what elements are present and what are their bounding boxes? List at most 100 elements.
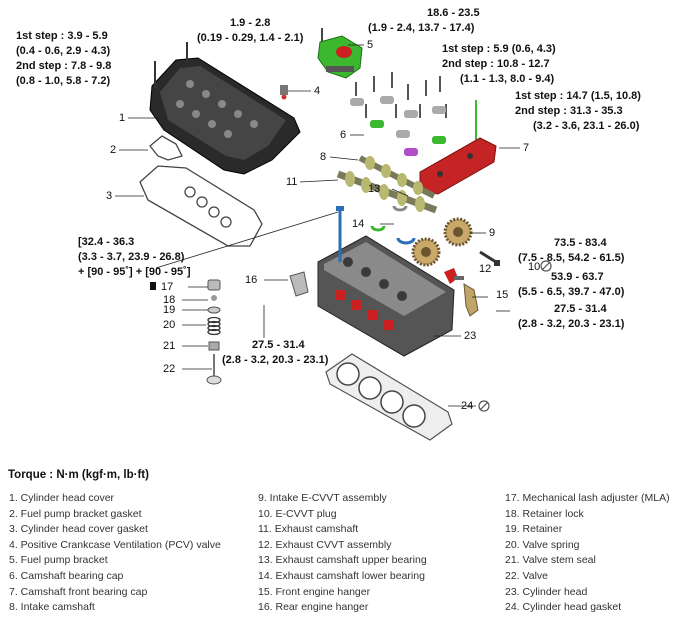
legend-item: 18. Retainer lock (505, 507, 584, 520)
cylinder-head-drawing (317, 235, 455, 357)
legend-item: 21. Valve stem seal (505, 554, 596, 567)
callout-9: 9 (489, 227, 496, 239)
torque-spec-front-cap-line2: 2nd step : 31.3 - 35.3 (515, 105, 623, 117)
callout-15: 15 (496, 289, 509, 301)
torque-spec-front-cap-line3: (3.2 - 3.6, 23.1 - 26.0) (533, 120, 640, 132)
ecvvt-plug-drawing (444, 268, 464, 284)
fuel-pump-bracket-gasket-drawing (149, 135, 183, 161)
cvvt-bolt-drawing (479, 250, 552, 272)
callout-7: 7 (523, 142, 530, 154)
torque-spec-bracket-line2: (1.9 - 2.4, 13.7 - 17.4) (368, 22, 475, 34)
callout-13: 13 (368, 183, 381, 195)
cylinder-head-gasket-drawing (325, 353, 490, 441)
torque-spec-bracket-line1: 18.6 - 23.5 (427, 7, 480, 19)
torque-spec-plug-line2: (5.5 - 6.5, 39.7 - 47.0) (518, 286, 625, 298)
torque-spec-head-bolt-line1: [32.4 - 36.3 (78, 236, 135, 248)
callout-4: 4 (314, 85, 321, 97)
callout-17: 17 (161, 281, 174, 293)
legend-item: 4. Positive Crankcase Ventilation (PCV) … (9, 538, 221, 551)
legend-item: 6. Camshaft bearing cap (9, 569, 124, 582)
callout-21: 21 (163, 340, 176, 352)
callout-16: 16 (245, 274, 258, 286)
callout-12: 12 (479, 263, 492, 275)
callout-5: 5 (367, 39, 374, 51)
legend-item: 17. Mechanical lash adjuster (MLA) (505, 492, 670, 504)
head-bolt-drawing (336, 206, 344, 262)
callout-2: 2 (110, 144, 117, 156)
torque-spec-head-bolt-line3: + [90 - 95˚] + [90 - 95˚] (78, 266, 191, 278)
callout-1: 1 (119, 112, 126, 124)
torque-spec-plug-line1: 53.9 - 63.7 (551, 271, 604, 283)
callout-20: 20 (163, 319, 176, 331)
legend-item: 12. Exhaust CVVT assembly (258, 538, 392, 551)
rear-engine-hanger-drawing (289, 271, 309, 297)
torque-spec-rear-hanger-line1: 27.5 - 31.4 (252, 339, 305, 351)
torque-spec-pcv-line2: (0.19 - 0.29, 1.4 - 2.1) (197, 32, 304, 44)
cap-bolts-drawing (355, 72, 477, 140)
torque-spec-cvvt-line2: (7.5 - 8.5, 54.2 - 61.5) (518, 252, 625, 264)
intake-cvvt-drawing (443, 217, 473, 247)
leader-lines (115, 44, 520, 407)
legend-item: 22. Valve (505, 569, 548, 582)
torque-spec-head-bolt-line2: (3.3 - 3.7, 23.9 - 26.8) (78, 251, 185, 263)
callout-22: 22 (163, 363, 176, 375)
torque-spec-front-hanger-line1: 27.5 - 31.4 (554, 303, 607, 315)
legend-column-2: 9. Intake E-CVVT assembly 10. E-CVVT plu… (258, 491, 427, 616)
legend-item: 19. Retainer (505, 523, 563, 536)
torque-spec-cover-line1: 1st step : 3.9 - 5.9 (16, 30, 108, 42)
torque-spec-caps-line1: 1st step : 5.9 (0.6, 4.3) (442, 43, 556, 55)
exhaust-cvvt-drawing (411, 237, 441, 267)
torque-spec-caps-line2: 2nd step : 10.8 - 12.7 (442, 58, 550, 70)
legend-item: 8. Intake camshaft (9, 601, 95, 614)
callout-14: 14 (352, 218, 365, 230)
callout-24: 24 (461, 400, 474, 412)
legend-title: Torque : N·m (kgf·m, lb·ft) (8, 469, 149, 481)
torque-spec-front-cap-line1: 1st step : 14.7 (1.5, 10.8) (515, 90, 641, 102)
torque-spec-cover-line3: 2nd step : 7.8 - 9.8 (16, 60, 112, 72)
exhaust-camshaft-drawing (336, 170, 438, 214)
legend-item: 15. Front engine hanger (258, 585, 371, 598)
torque-spec-front-hanger-line2: (2.8 - 3.2, 20.3 - 23.1) (518, 318, 625, 330)
cylinder-head-cover-drawing (149, 42, 301, 175)
legend-item: 1. Cylinder head cover (9, 492, 115, 504)
legend-item: 13. Exhaust camshaft upper bearing (258, 554, 427, 567)
legend-item: 9. Intake E-CVVT assembly (258, 492, 387, 504)
pcv-valve-drawing (280, 85, 288, 100)
legend-item: 24. Cylinder head gasket (505, 601, 622, 614)
valve-train-drawing (150, 279, 222, 385)
callout-11: 11 (286, 176, 298, 188)
torque-spec-cvvt-line1: 73.5 - 83.4 (554, 237, 607, 249)
torque-spec-cover-line2: (0.4 - 0.6, 2.9 - 4.3) (16, 45, 111, 57)
torque-spec-caps-line3: (1.1 - 1.3, 8.0 - 9.4) (460, 73, 555, 85)
callout-3: 3 (106, 190, 113, 202)
legend-column-3: 17. Mechanical lash adjuster (MLA) 18. R… (505, 491, 670, 616)
legend-item: 10. E-CVVT plug (258, 507, 337, 520)
camshaft-front-bearing-cap-drawing (419, 137, 497, 195)
torque-spec-rear-hanger-line2: (2.8 - 3.2, 20.3 - 23.1) (222, 354, 329, 366)
intake-camshaft-drawing (358, 155, 436, 199)
legend-column-1: 1. Cylinder head cover 2. Fuel pump brac… (9, 491, 221, 616)
legend-item: 3. Cylinder head cover gasket (9, 523, 148, 536)
cylinder-head-cover-gasket-drawing (139, 165, 263, 247)
legend-item: 11. Exhaust camshaft (258, 523, 359, 536)
callout-8: 8 (320, 151, 327, 163)
callout-23: 23 (464, 330, 477, 342)
legend-item: 2. Fuel pump bracket gasket (9, 507, 142, 520)
torque-spec-pcv-line1: 1.9 - 2.8 (230, 17, 271, 29)
callout-10: 10 (528, 261, 541, 273)
callout-6: 6 (340, 129, 347, 141)
legend-item: 23. Cylinder head (505, 585, 588, 598)
callout-19: 19 (163, 304, 176, 316)
fuel-pump-bracket-drawing (317, 28, 363, 79)
legend-item: 5. Fuel pump bracket (9, 554, 108, 567)
legend-item: 7. Camshaft front bearing cap (9, 585, 148, 598)
camshaft-bearings-drawing (370, 205, 416, 245)
legend-item: 14. Exhaust camshaft lower bearing (258, 569, 425, 582)
legend-item: 20. Valve spring (505, 538, 580, 551)
front-engine-hanger-drawing (463, 283, 479, 317)
torque-spec-cover-line4: (0.8 - 1.0, 5.8 - 7.2) (16, 75, 111, 87)
camshaft-bearing-caps-drawing (350, 96, 446, 156)
legend-item: 16. Rear engine hanger (258, 601, 369, 614)
